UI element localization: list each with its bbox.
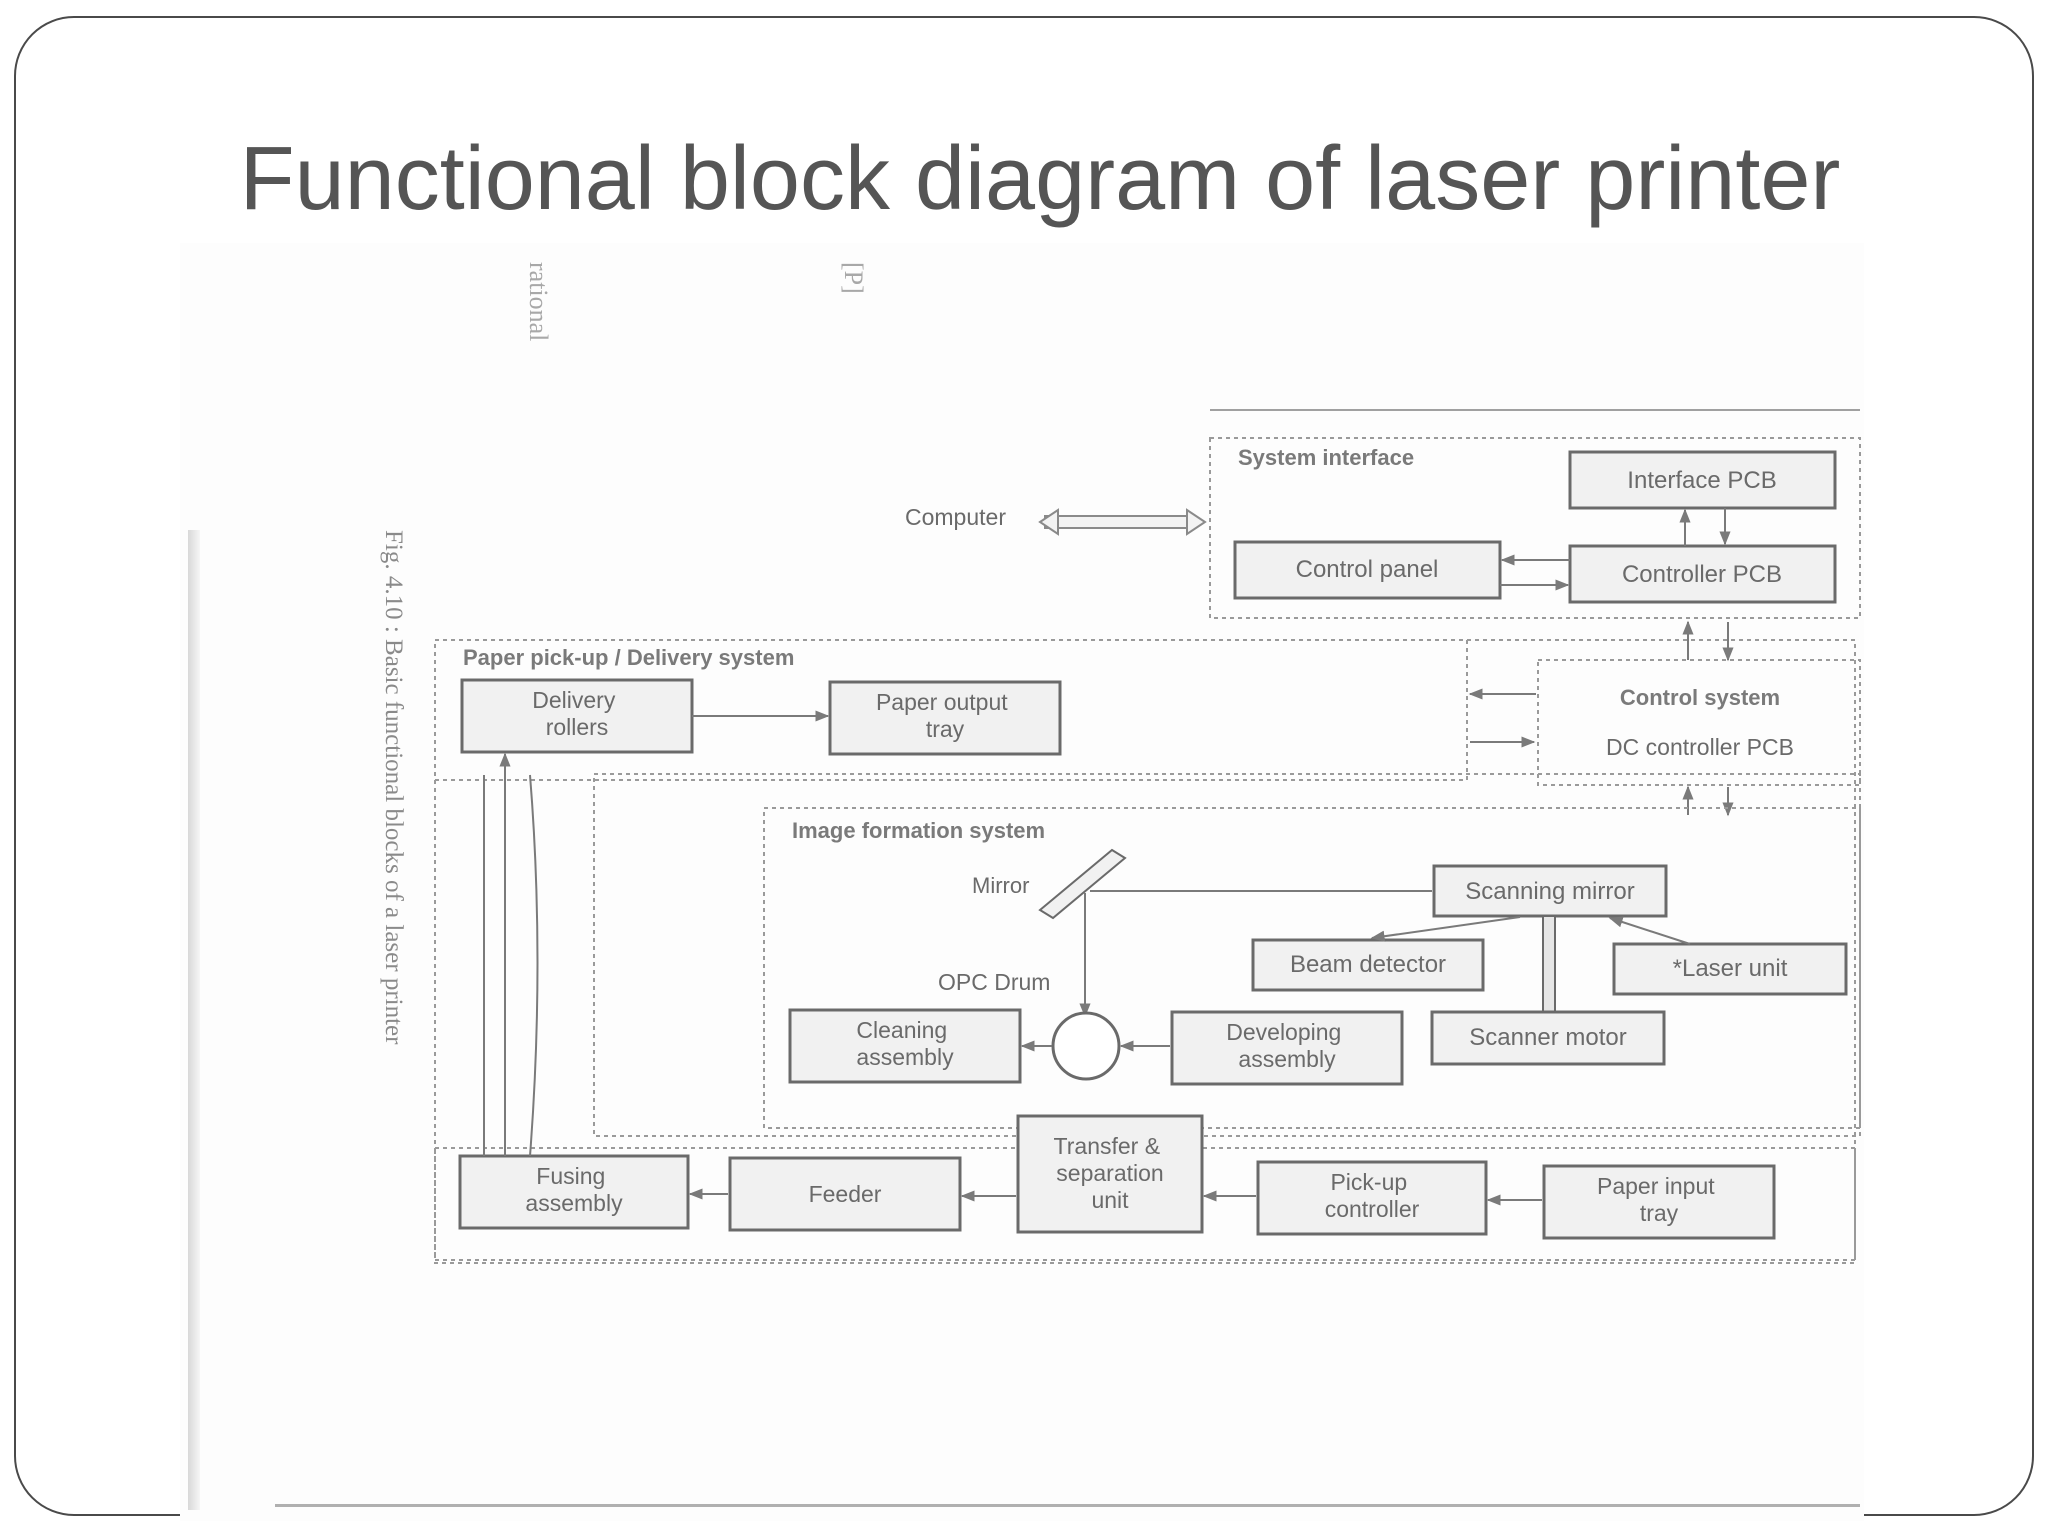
paper-output-tray-line: Paper output (876, 689, 1008, 715)
slide-title: Functional block diagram of laser printe… (239, 129, 1841, 229)
paper-pickup-label: Paper pick-up / Delivery system (463, 645, 794, 670)
label-line: assembly (525, 1190, 623, 1216)
control-system-group (1537, 659, 1861, 786)
developing-assembly-line: Developing (1226, 1019, 1341, 1045)
scanning-mirror-box (1432, 864, 1668, 918)
scan-shadow (188, 530, 200, 1510)
mirror-shape (1038, 848, 1127, 920)
label-line: unit (1091, 1187, 1129, 1213)
controller-pcb-label: Controller PCB (1622, 561, 1782, 588)
fusing-assembly-box (458, 1154, 690, 1230)
paper-output-tray-box (828, 680, 1062, 756)
paper-input-tray-line: Paper input (1597, 1173, 1715, 1199)
pickup-controller-label: Pick-up controller (1325, 1169, 1420, 1222)
pickup-controller-line: Pick-up (1330, 1169, 1407, 1195)
transfer-separation-line: Transfer & (1054, 1133, 1161, 1159)
arrowhead-left (1038, 508, 1059, 536)
label-line: tray (926, 716, 965, 742)
label-line: separation (1056, 1160, 1163, 1186)
paper-input-tray-label: Paper input tray (1597, 1173, 1721, 1226)
pickup-controller-box (1256, 1160, 1488, 1236)
feeder-label: Feeder (809, 1181, 882, 1207)
scanning-mirror-label: Scanning mirror (1465, 878, 1634, 905)
delivery-rollers-box (460, 678, 694, 754)
label-line: tray (1640, 1200, 1679, 1226)
opc-drum-label: OPC Drum (938, 969, 1050, 995)
laser-unit-label: *Laser unit (1673, 955, 1788, 982)
bleed-through-text-2: [P] (839, 262, 868, 294)
control-panel-box (1233, 540, 1502, 600)
bleed-through-text-1: rational (524, 262, 553, 341)
interface-pcb-box (1568, 450, 1837, 510)
fusing-assembly-label: Fusing assembly (525, 1163, 623, 1216)
paper-input-tray-box (1542, 1164, 1776, 1240)
arrow-scanner-to-detector (1370, 916, 1521, 942)
label-line: controller (1325, 1196, 1420, 1222)
arrow-laser-to-scanner (1608, 916, 1691, 945)
arrowhead-right (1186, 508, 1207, 536)
controller-pcb-box (1568, 544, 1837, 604)
mirror-label: Mirror (972, 873, 1029, 898)
paper-output-tray-label: Paper output tray (876, 689, 1014, 742)
image-formation-label: Image formation system (792, 818, 1045, 843)
image-formation-outer (593, 773, 1861, 1137)
beam-detector-label: Beam detector (1290, 951, 1446, 978)
computer-label: Computer (905, 504, 1006, 530)
feeder-box (728, 1156, 962, 1232)
transfer-separation-box (1016, 1114, 1204, 1234)
beam-detector-box (1251, 938, 1485, 992)
figure-caption: Fig. 4.10 : Basic functional blocks of a… (380, 530, 407, 1045)
developing-assembly-box (1170, 1010, 1404, 1086)
label-line: assembly (856, 1044, 954, 1070)
laser-unit-box (1612, 942, 1848, 996)
scanner-motor-label: Scanner motor (1469, 1024, 1626, 1051)
control-panel-label: Control panel (1296, 556, 1439, 583)
developing-assembly-label: Developing assembly (1226, 1019, 1347, 1072)
paper-path-curve (529, 774, 539, 1157)
system-interface-label: System interface (1238, 445, 1414, 470)
scanner-motor-box (1430, 1010, 1666, 1066)
cleaning-assembly-label: Cleaning assembly (856, 1017, 954, 1070)
system-interface-group (1209, 437, 1861, 619)
label-line: assembly (1238, 1046, 1336, 1072)
fusing-assembly-line: Fusing (536, 1163, 605, 1189)
scan-edge (275, 1504, 1860, 1507)
motor-shaft (1542, 915, 1556, 1013)
dc-controller-pcb-label: DC controller PCB (1606, 734, 1794, 760)
computer-link-arrow (1044, 515, 1196, 529)
cleaning-assembly-box (788, 1008, 1022, 1084)
delivery-rollers-line: Delivery (532, 687, 616, 713)
cleaning-assembly-line: Cleaning (856, 1017, 947, 1043)
paper-pickup-group-outer (434, 639, 1856, 1261)
delivery-rollers-label: Delivery rollers (532, 687, 621, 740)
interface-pcb-label: Interface PCB (1627, 467, 1776, 494)
control-system-label: Control system (1620, 685, 1780, 710)
image-formation-group (763, 807, 1861, 1129)
opc-drum-shape (1051, 1011, 1121, 1081)
label-line: rollers (546, 714, 609, 740)
